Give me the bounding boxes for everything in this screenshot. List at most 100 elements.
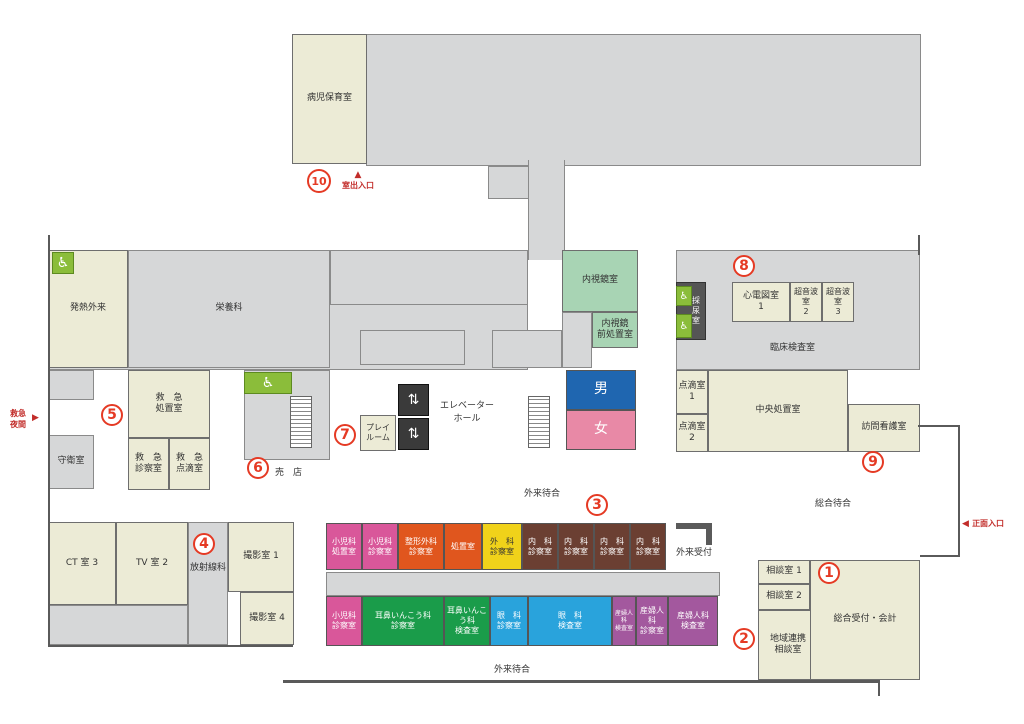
ct-label: CT 室 3 [65, 557, 99, 568]
clinic-top-7[interactable]: 内 科 診察室 [558, 523, 594, 570]
clinic-top-5[interactable]: 外 科 診察室 [482, 523, 522, 570]
mens-restroom[interactable]: 男 [566, 370, 636, 410]
reception-label: 総合受付・会計 [833, 614, 897, 625]
emergency-exam-label: 救 急 診察室 [134, 452, 162, 474]
xray-room-1[interactable]: 撮影室 1 [228, 522, 294, 592]
wall [920, 555, 960, 557]
wheelchair-icon: ♿ [244, 372, 292, 394]
wheelchair-icon: ♿ [52, 252, 74, 274]
emergency-drip-label: 救 急 点滴室 [175, 452, 203, 474]
reception-counter [706, 523, 712, 545]
emergency-entrance[interactable]: 救急 夜間▶ [10, 408, 39, 430]
ct-room[interactable]: CT 室 3 [48, 522, 116, 605]
marker-10[interactable]: 10 [307, 169, 331, 193]
room-corridor-b [492, 330, 562, 368]
sick-child-entrance-label: 室出入口 [342, 181, 374, 190]
clinic-bottom-2[interactable]: 耳鼻いんこう科 診察室 [362, 596, 444, 646]
marker-5[interactable]: 5 [101, 404, 123, 426]
central-treatment-label: 中央処置室 [755, 405, 801, 416]
wall [283, 680, 880, 683]
marker-8[interactable]: 8 [733, 255, 755, 277]
emergency-entrance-label: 救急 夜間 [10, 409, 26, 429]
regional-consult-room[interactable]: 地域連携 相談室 [758, 610, 818, 680]
clinic-top-9[interactable]: 内 科 診察室 [630, 523, 666, 570]
clinic-bottom-4[interactable]: 眼 科 診察室 [490, 596, 528, 646]
main-entrance[interactable]: ◀ 正面入口 [962, 518, 1004, 529]
clinic-top-2[interactable]: 小児科 診察室 [362, 523, 398, 570]
emergency-treatment-room[interactable]: 救 急 処置室 [128, 370, 210, 438]
guard-label: 守衛室 [57, 456, 85, 467]
wheelchair-glyph: ♿ [56, 255, 70, 271]
sick-child-room[interactable]: 病児保育室 [292, 34, 367, 164]
marker-3[interactable]: 3 [586, 494, 608, 516]
clinic-bottom-3[interactable]: 耳鼻いんこう科 検査室 [444, 596, 490, 646]
play-room[interactable]: プレイ ルーム [360, 415, 396, 451]
wheelchair-glyph: ♿ [261, 375, 275, 391]
marker-2[interactable]: 2 [733, 628, 755, 650]
room-corridor-a [360, 330, 465, 365]
sick-child-room-label: 病児保育室 [306, 93, 352, 104]
clinic-top-3[interactable]: 整形外科 診察室 [398, 523, 444, 570]
endoscopy-prep-room[interactable]: 内視鏡 前処置室 [592, 312, 638, 348]
play-room-label: プレイ ルーム [366, 423, 390, 442]
room-block-mid [330, 250, 528, 305]
outpatient-wait-label: 外来待合 [524, 489, 561, 499]
tv-room[interactable]: TV 室 2 [116, 522, 188, 605]
marker-1[interactable]: 1 [818, 562, 840, 584]
wall [48, 235, 50, 645]
elevator-glyph: ⇅ [407, 426, 420, 442]
outpatient-wait-bottom-label: 外来待合 [494, 665, 531, 675]
man-icon: 男 [594, 381, 608, 398]
elevator-icon[interactable]: ⇅ [398, 418, 429, 450]
clinic-bottom-8[interactable]: 産婦人科 検査室 [668, 596, 718, 646]
marker-7[interactable]: 7 [334, 424, 356, 446]
home-nursing-room[interactable]: 訪問看護室 [848, 404, 920, 452]
clinic-bottom-6[interactable]: 産婦人科 検査室 [612, 596, 636, 646]
endoscopy-room[interactable]: 内視鏡室 [562, 250, 638, 312]
central-treatment-room[interactable]: 中央処置室 [708, 370, 848, 452]
small-left-room [48, 370, 94, 400]
main-reception[interactable]: 総合受付・会計 [810, 560, 920, 680]
clinic-bottom-7[interactable]: 産婦人科 診察室 [636, 596, 668, 646]
radiology-lower [48, 605, 188, 645]
consult-room-2[interactable]: 相談室 2 [758, 584, 810, 610]
marker-6[interactable]: 6 [247, 457, 269, 479]
womens-restroom[interactable]: 女 [566, 410, 636, 450]
drip1-label: 点滴室 1 [678, 380, 706, 402]
marker-4[interactable]: 4 [193, 533, 215, 555]
emergency-exam-room[interactable]: 救 急 診察室 [128, 438, 169, 490]
wall [878, 680, 880, 696]
endoscopy-prep-label: 内視鏡 前処置室 [596, 318, 633, 340]
drip-room-2[interactable]: 点滴室 2 [676, 414, 708, 452]
clinic-top-1[interactable]: 小児科 処置室 [326, 523, 362, 570]
reception-counter [676, 523, 710, 529]
elevator-icon[interactable]: ⇅ [398, 384, 429, 416]
echo3-label: 超音波室 3 [826, 287, 850, 316]
clinic-top-8[interactable]: 内 科 診察室 [594, 523, 630, 570]
drip-room-1[interactable]: 点滴室 1 [676, 370, 708, 414]
outpatient-reception-label: 外来受付 [676, 548, 713, 558]
clinic-top-4[interactable]: 処置室 [444, 523, 482, 570]
clinic-bottom-5[interactable]: 眼 科 検査室 [528, 596, 612, 646]
marker-9[interactable]: 9 [862, 451, 884, 473]
clinic-bottom-1[interactable]: 小児科 診察室 [326, 596, 362, 646]
xray-room-4[interactable]: 撮影室 4 [240, 592, 294, 645]
fever-outpatient-label: 発熱外来 [69, 303, 106, 314]
urine-collection-label: 採 尿 室 [692, 296, 700, 325]
woman-icon: 女 [594, 421, 608, 438]
emergency-drip-room[interactable]: 救 急 点滴室 [169, 438, 210, 490]
xray4-label: 撮影室 4 [249, 612, 285, 623]
corridor-vertical [528, 160, 565, 260]
consult-room-1[interactable]: 相談室 1 [758, 560, 810, 584]
sick-child-entrance[interactable]: ▲室出入口 [342, 170, 374, 191]
ecg-room[interactable]: 心電図室 1 [732, 282, 790, 322]
echo2-label: 超音波室 2 [794, 287, 818, 316]
echo-room-3[interactable]: 超音波室 3 [822, 282, 854, 322]
guard-room[interactable]: 守衛室 [48, 435, 94, 489]
small-room-upper [488, 166, 529, 199]
clinic-top-6[interactable]: 内 科 診察室 [522, 523, 558, 570]
nutrition-room[interactable]: 栄養科 [128, 250, 330, 368]
stairs-icon [528, 396, 550, 448]
echo-room-2[interactable]: 超音波室 2 [790, 282, 822, 322]
wall [918, 235, 920, 255]
